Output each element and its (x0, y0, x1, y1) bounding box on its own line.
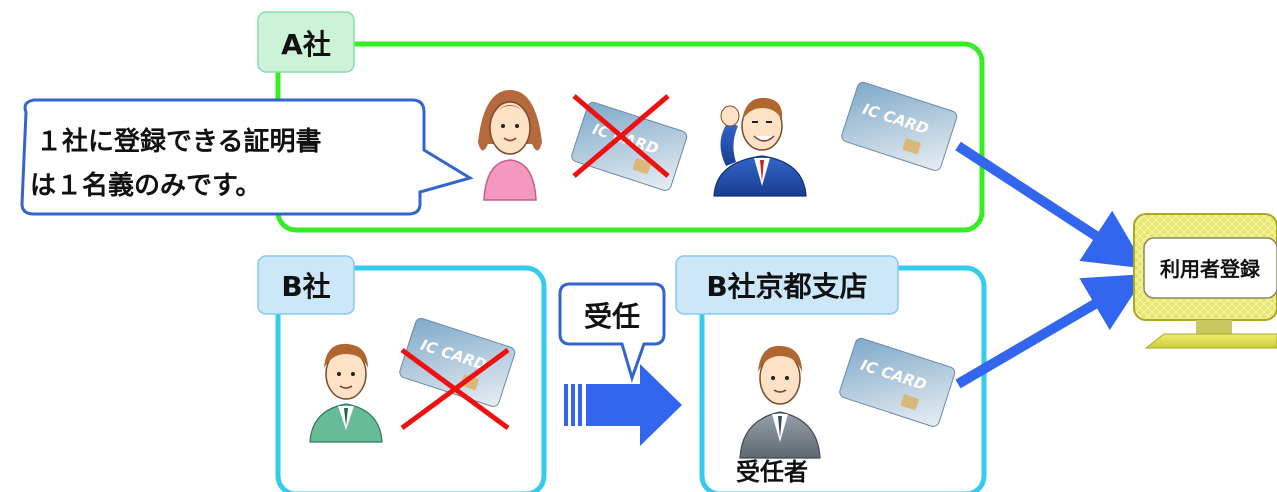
group-branch-label: B社京都支店 (706, 270, 867, 303)
group-a-label: A社 (281, 28, 331, 61)
callout-line-2: は１名義のみです。 (30, 170, 261, 201)
ic-card-a2: IC CARD (841, 81, 958, 171)
person-green-icon (309, 343, 383, 443)
delegation-label: 受任 (584, 300, 640, 333)
registration-terminal-icon: 利用者登録 (1133, 213, 1277, 349)
group-b: B社 (257, 255, 547, 492)
group-b-frame (275, 265, 547, 492)
group-a-tab (257, 11, 355, 73)
ic-card-b: IC CARD (399, 317, 516, 407)
callout-bubble (20, 98, 474, 216)
limit-callout: １社に登録できる証明書 は１名義のみです。 (20, 98, 474, 216)
registration-arrows (955, 141, 1147, 389)
red-cross-b (400, 347, 510, 431)
delegation-bubble: 受任 (558, 282, 666, 383)
group-b-tab (257, 255, 355, 315)
arrow-branch-to-terminal (955, 273, 1147, 389)
callout-line-1: １社に登録できる証明書 (36, 126, 321, 157)
ic-card-branch: IC CARD (839, 337, 956, 427)
delegate-person-icon (739, 345, 821, 459)
businessman-waving-icon (713, 97, 807, 197)
woman-icon (478, 90, 542, 201)
group-branch-tab (675, 255, 899, 315)
group-a: A社 (257, 11, 985, 233)
group-branch: B社京都支店 (675, 255, 987, 492)
delegation-arrow (564, 364, 682, 446)
delegate-caption: 受任者 (736, 458, 808, 486)
arrow-a-to-terminal (955, 141, 1147, 269)
group-b-label: B社 (281, 270, 330, 303)
red-cross-a (572, 94, 670, 178)
terminal-label: 利用者登録 (1160, 257, 1261, 281)
ic-card-a1: IC CARD (571, 101, 688, 191)
